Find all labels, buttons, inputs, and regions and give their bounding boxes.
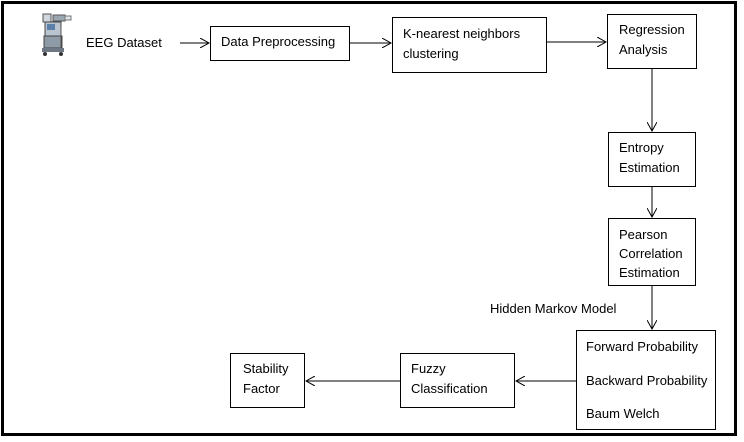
backward-probability-label: Backward Probability [586, 373, 708, 388]
eeg-machine-icon [37, 12, 77, 63]
pearson-line-3: Estimation [619, 265, 680, 280]
diagram-frame [1, 1, 737, 436]
stability-line-2: Factor [243, 381, 280, 396]
entropy-line-2: Estimation [619, 160, 680, 175]
data-preprocessing-label: Data Preprocessing [221, 34, 336, 49]
knn-line-2: clustering [403, 46, 459, 61]
stability-factor-box: Stability Factor [230, 353, 305, 408]
entropy-line-1: Entropy [619, 140, 664, 155]
hmm-box: Forward Probability Backward Probability… [576, 330, 716, 430]
knn-line-1: K-nearest neighbors [403, 26, 521, 41]
entropy-estimation-box: Entropy Estimation [608, 132, 696, 187]
pearson-correlation-box: Pearson Correlation Estimation [608, 218, 696, 286]
pearson-line-2: Correlation [619, 246, 683, 261]
forward-probability-label: Forward Probability [586, 339, 698, 354]
fuzzy-line-2: Classification [411, 381, 488, 396]
hmm-label: Hidden Markov Model [490, 301, 617, 316]
regression-line-2: Analysis [619, 42, 668, 57]
pearson-line-1: Pearson [619, 227, 668, 242]
regression-analysis-box: Regression Analysis [607, 14, 697, 69]
data-preprocessing-box: Data Preprocessing [210, 26, 350, 61]
eeg-dataset-label: EEG Dataset [86, 35, 162, 50]
regression-line-1: Regression [619, 22, 685, 37]
knn-clustering-box: K-nearest neighbors clustering [392, 17, 547, 73]
fuzzy-classification-box: Fuzzy Classification [400, 353, 515, 408]
fuzzy-line-1: Fuzzy [411, 361, 446, 376]
baum-welch-label: Baum Welch [586, 406, 660, 421]
stability-line-1: Stability [243, 361, 289, 376]
